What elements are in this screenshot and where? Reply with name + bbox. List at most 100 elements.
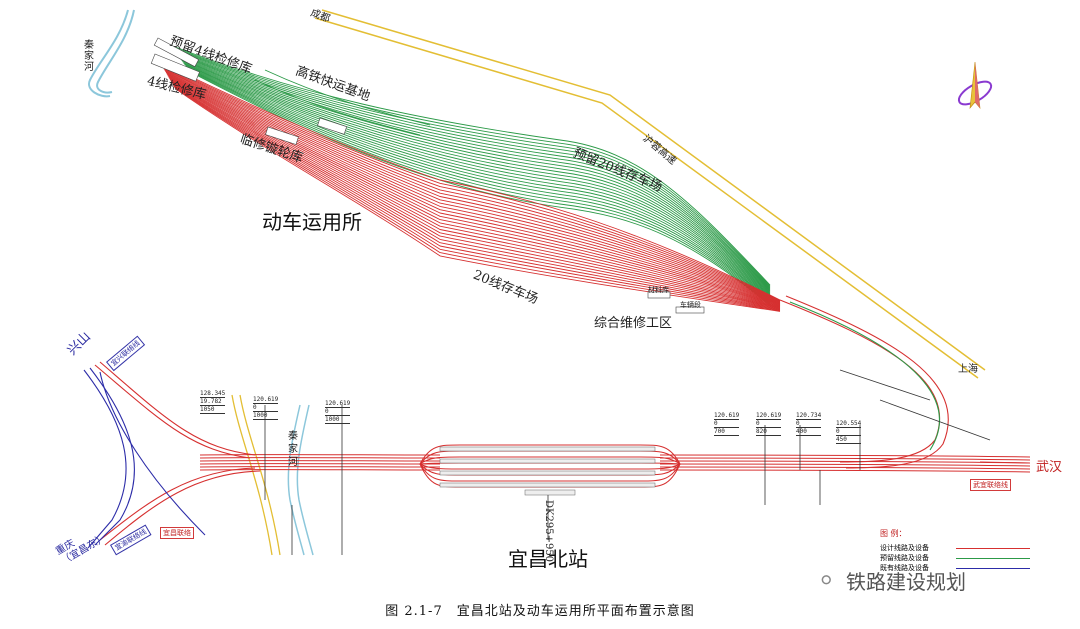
river-left <box>88 9 135 98</box>
label-wuhan: 武汉 <box>1036 460 1063 475</box>
tick-value: 120.619 <box>325 400 351 408</box>
design-track <box>173 85 781 311</box>
design-track <box>161 65 781 302</box>
reserved-track-fan <box>169 44 771 306</box>
design-track <box>167 74 781 306</box>
legend-item-design: 设计线路及设备 <box>880 543 1030 553</box>
design-track <box>162 66 781 303</box>
reserved-track <box>187 67 771 303</box>
reserved-track <box>177 54 771 294</box>
label-shanghai: 上海 <box>958 364 978 375</box>
tick-value: 128.345 <box>200 390 226 398</box>
river-middle <box>287 404 314 556</box>
design-track <box>163 68 781 304</box>
reserved-track <box>184 63 771 300</box>
label-river-2: 秦家河 <box>288 431 298 468</box>
mileage-markers <box>264 369 991 555</box>
reserved-track <box>175 52 771 292</box>
main-track <box>659 460 1031 464</box>
design-track <box>172 83 781 310</box>
label-river-qinjia: 秦家河 <box>84 40 94 73</box>
reserved-track <box>182 61 771 298</box>
tick-value: 1050 <box>200 406 226 414</box>
tick-value: 820 <box>756 428 782 436</box>
right-loop-lines <box>779 295 949 469</box>
design-track <box>169 77 781 308</box>
reserved-track <box>172 48 771 289</box>
main-track <box>659 463 1031 467</box>
reserved-track <box>186 66 771 302</box>
tick-value: 0 <box>325 408 351 416</box>
label-maintenance: 综合维修工区 <box>594 316 673 331</box>
tick-value: 0 <box>253 404 279 412</box>
left-connecting-lines <box>83 361 261 549</box>
design-track <box>159 61 781 301</box>
reserved-track <box>173 49 771 290</box>
tick-value: 120.619 <box>714 412 740 420</box>
reserved-track <box>188 70 771 305</box>
main-track <box>659 469 1031 473</box>
reserved-track <box>264 69 431 126</box>
tick-value: 120.734 <box>796 412 822 420</box>
reserved-track <box>188 68 771 304</box>
tick-value: 450 <box>836 436 862 444</box>
reserved-track <box>180 58 771 296</box>
reserved-track <box>169 44 771 286</box>
tick-value: 1000 <box>253 412 279 420</box>
design-track <box>165 72 781 305</box>
main-track <box>659 454 1031 458</box>
legend: 图 例： 设计线路及设备 预留线路及设备 既有线路及设备 <box>880 528 1030 573</box>
design-track <box>171 82 781 310</box>
tick-value: 0 <box>836 428 862 436</box>
design-track <box>170 81 781 309</box>
wechat-icon: ⚪ <box>818 568 835 592</box>
main-track <box>659 466 1031 470</box>
north-arrow <box>957 61 993 109</box>
legend-item-reserved: 预留线路及设备 <box>880 553 1030 563</box>
design-track <box>160 62 781 301</box>
station-track <box>419 463 681 482</box>
design-track <box>168 76 781 307</box>
reserved-track <box>183 62 771 299</box>
expressway <box>314 9 986 379</box>
tick-value: 0 <box>756 420 782 428</box>
station-platforms <box>439 446 656 496</box>
reserved-track <box>179 57 771 295</box>
station-track <box>419 463 681 470</box>
design-track-fan <box>159 61 781 312</box>
main-track <box>979 461 1031 464</box>
label-depot: 动车运用所 <box>262 210 362 234</box>
design-track <box>170 80 781 309</box>
label-materials-shed: 材料库 <box>648 286 669 294</box>
reserved-track <box>176 53 771 293</box>
track-layout-svg <box>83 9 1031 556</box>
tick-value: 120.619 <box>756 412 782 420</box>
figure-caption: 图 2.1-7 宜昌北站及动车运用所平面布置示意图 <box>385 604 695 619</box>
legend-title: 图 例： <box>880 529 907 538</box>
station-track <box>419 456 681 465</box>
tick-value: 19.782 <box>200 398 226 406</box>
reserved-track <box>178 56 771 294</box>
design-track <box>172 84 781 311</box>
label-station: 宜昌北站 <box>508 547 588 571</box>
tick-value: 120.554 <box>836 420 862 428</box>
depot-buildings <box>150 37 705 314</box>
reserved-track <box>171 47 771 288</box>
watermark: 铁路建设规划 <box>846 570 966 594</box>
design-track <box>165 70 781 305</box>
reserved-track <box>181 59 771 297</box>
label-vehicle-shed: 车辆段 <box>680 301 701 309</box>
tick-value: 0 <box>714 420 740 428</box>
main-track <box>659 457 1031 461</box>
design-track <box>161 63 781 302</box>
reserved-track <box>170 45 771 287</box>
station-track <box>419 444 681 465</box>
design-track <box>164 69 781 304</box>
design-track <box>163 67 781 303</box>
